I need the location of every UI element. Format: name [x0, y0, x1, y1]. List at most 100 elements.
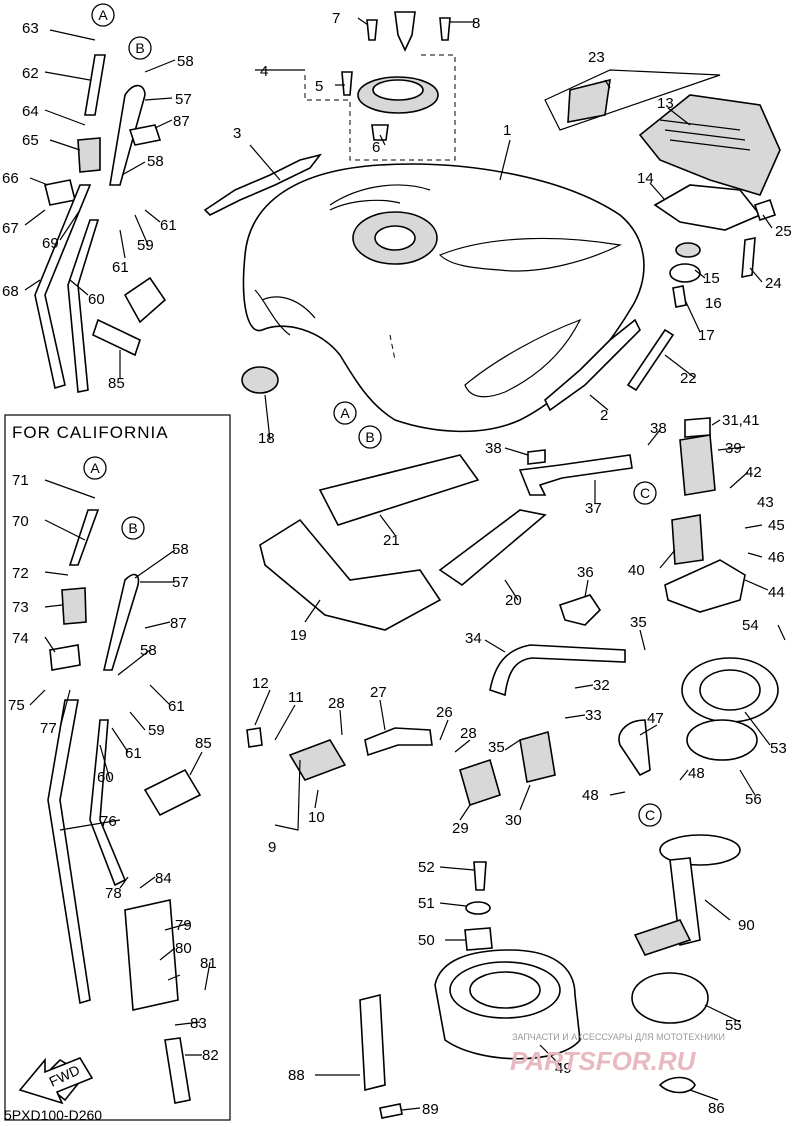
label-60a[interactable]: 60	[88, 291, 105, 308]
label-6[interactable]: 6	[372, 139, 380, 156]
label-76[interactable]: 76	[100, 813, 117, 830]
label-51[interactable]: 51	[418, 895, 435, 912]
label-55[interactable]: 55	[725, 1017, 742, 1034]
label-46[interactable]: 46	[768, 549, 785, 566]
label-12[interactable]: 12	[252, 675, 269, 692]
label-57a[interactable]: 57	[175, 91, 192, 108]
label-74[interactable]: 74	[12, 630, 29, 647]
label-66[interactable]: 66	[2, 170, 19, 187]
label-59a[interactable]: 59	[137, 237, 154, 254]
label-65[interactable]: 65	[22, 132, 39, 149]
label-80[interactable]: 80	[175, 940, 192, 957]
label-44[interactable]: 44	[768, 584, 785, 601]
label-13[interactable]: 13	[657, 95, 674, 112]
label-57b[interactable]: 57	[172, 574, 189, 591]
callout-B-california[interactable]: B	[121, 516, 145, 540]
label-75[interactable]: 75	[8, 697, 25, 714]
label-62[interactable]: 62	[22, 65, 39, 82]
callout-C-module[interactable]: C	[638, 803, 662, 827]
label-58b[interactable]: 58	[147, 153, 164, 170]
label-22[interactable]: 22	[680, 370, 697, 387]
callout-C-pump[interactable]: C	[633, 481, 657, 505]
label-45[interactable]: 45	[768, 517, 785, 534]
label-8[interactable]: 8	[472, 15, 480, 32]
label-10[interactable]: 10	[308, 809, 325, 826]
label-61b[interactable]: 61	[112, 259, 129, 276]
label-35b[interactable]: 35	[488, 739, 505, 756]
label-58d[interactable]: 58	[140, 642, 157, 659]
label-23[interactable]: 23	[588, 49, 605, 66]
label-43[interactable]: 43	[757, 494, 774, 511]
label-18[interactable]: 18	[258, 430, 275, 447]
label-7[interactable]: 7	[332, 10, 340, 27]
label-48b[interactable]: 48	[582, 787, 599, 804]
label-73[interactable]: 73	[12, 599, 29, 616]
label-15[interactable]: 15	[703, 270, 720, 287]
label-67[interactable]: 67	[2, 220, 19, 237]
label-89[interactable]: 89	[422, 1101, 439, 1118]
label-21[interactable]: 21	[383, 532, 400, 549]
label-58a[interactable]: 58	[177, 53, 194, 70]
label-36[interactable]: 36	[577, 564, 594, 581]
label-39[interactable]: 39	[725, 440, 742, 457]
callout-A-tank[interactable]: A	[333, 401, 357, 425]
label-64[interactable]: 64	[22, 103, 39, 120]
label-79[interactable]: 79	[175, 917, 192, 934]
label-5[interactable]: 5	[315, 78, 323, 95]
label-59b[interactable]: 59	[148, 722, 165, 739]
label-33[interactable]: 33	[585, 707, 602, 724]
label-40[interactable]: 40	[628, 562, 645, 579]
label-71[interactable]: 71	[12, 472, 29, 489]
label-16[interactable]: 16	[705, 295, 722, 312]
label-85a[interactable]: 85	[108, 375, 125, 392]
label-3[interactable]: 3	[233, 125, 241, 142]
label-31-41[interactable]: 31,41	[722, 412, 760, 429]
label-48a[interactable]: 48	[688, 765, 705, 782]
label-26[interactable]: 26	[436, 704, 453, 721]
label-24[interactable]: 24	[765, 275, 782, 292]
label-27[interactable]: 27	[370, 684, 387, 701]
label-34[interactable]: 34	[465, 630, 482, 647]
label-84[interactable]: 84	[155, 870, 172, 887]
label-17[interactable]: 17	[698, 327, 715, 344]
label-28a[interactable]: 28	[328, 695, 345, 712]
label-4[interactable]: 4	[260, 63, 268, 80]
label-58c[interactable]: 58	[172, 541, 189, 558]
callout-B-top[interactable]: B	[128, 36, 152, 60]
label-72[interactable]: 72	[12, 565, 29, 582]
label-35a[interactable]: 35	[630, 614, 647, 631]
label-60b[interactable]: 60	[97, 769, 114, 786]
label-77[interactable]: 77	[40, 720, 57, 737]
label-49[interactable]: 49	[555, 1060, 572, 1077]
label-47[interactable]: 47	[647, 710, 664, 727]
label-82[interactable]: 82	[202, 1047, 219, 1064]
label-29[interactable]: 29	[452, 820, 469, 837]
label-78[interactable]: 78	[105, 885, 122, 902]
label-61c[interactable]: 61	[168, 698, 185, 715]
label-25[interactable]: 25	[775, 223, 792, 240]
label-2[interactable]: 2	[600, 407, 608, 424]
label-69[interactable]: 69	[42, 235, 59, 252]
label-56[interactable]: 56	[745, 791, 762, 808]
label-1[interactable]: 1	[503, 122, 511, 139]
label-61d[interactable]: 61	[125, 745, 142, 762]
label-30[interactable]: 30	[505, 812, 522, 829]
label-85b[interactable]: 85	[195, 735, 212, 752]
label-88[interactable]: 88	[288, 1067, 305, 1084]
label-37[interactable]: 37	[585, 500, 602, 517]
callout-A-california[interactable]: A	[83, 456, 107, 480]
label-11[interactable]: 11	[288, 689, 304, 706]
label-81[interactable]: 81	[200, 955, 217, 972]
label-87b[interactable]: 87	[170, 615, 187, 632]
label-20[interactable]: 20	[505, 592, 522, 609]
callout-A-top[interactable]: A	[91, 3, 115, 27]
label-68[interactable]: 68	[2, 283, 19, 300]
label-87a[interactable]: 87	[173, 113, 190, 130]
label-63[interactable]: 63	[22, 20, 39, 37]
label-70[interactable]: 70	[12, 513, 29, 530]
label-38a[interactable]: 38	[485, 440, 502, 457]
label-83[interactable]: 83	[190, 1015, 207, 1032]
label-54[interactable]: 54	[742, 617, 759, 634]
callout-B-tank[interactable]: B	[358, 425, 382, 449]
label-38b[interactable]: 38	[650, 420, 667, 437]
